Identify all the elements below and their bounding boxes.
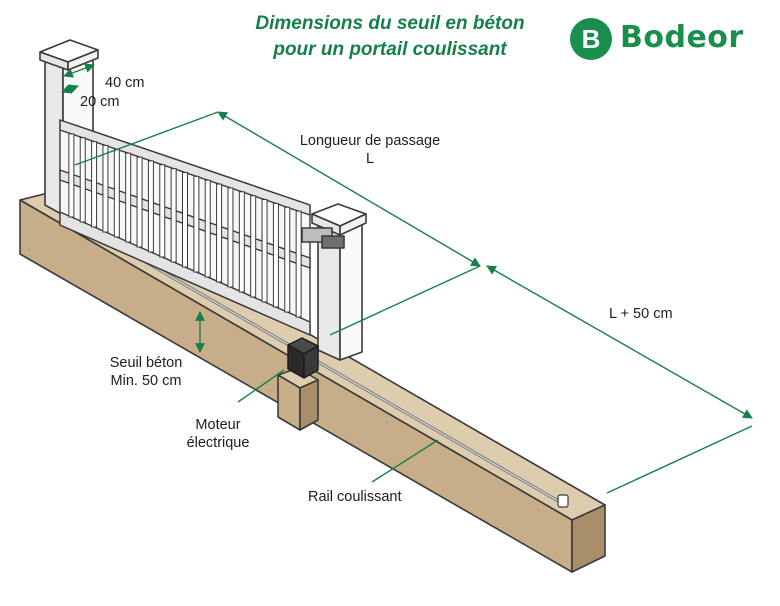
page-subtitle: pour un portail coulissant bbox=[273, 39, 507, 60]
label-sliding-rail: Rail coulissant bbox=[308, 489, 402, 505]
brand-name: Bodeor bbox=[620, 20, 744, 55]
label-extended-length: L + 50 cm bbox=[609, 306, 673, 322]
gate-bar bbox=[238, 191, 245, 293]
gate-bar bbox=[68, 133, 75, 218]
gate-bar bbox=[159, 164, 166, 258]
gate-bar bbox=[113, 148, 120, 238]
label-pillar-width: 40 cm bbox=[105, 75, 145, 91]
sill-end-face bbox=[571, 504, 606, 573]
gate-bar bbox=[147, 160, 154, 253]
gate-bar bbox=[182, 172, 188, 268]
label-electric-motor: Moteur électrique bbox=[170, 416, 266, 452]
label-pillar-offset: 20 cm bbox=[80, 94, 120, 110]
page-title: Dimensions du seuil en béton bbox=[255, 13, 525, 34]
motor-foundation bbox=[277, 367, 319, 431]
gate-bar bbox=[227, 187, 234, 288]
label-passage-line2: L bbox=[365, 151, 375, 167]
gate-bar bbox=[79, 137, 86, 223]
dimension-lines bbox=[61, 63, 753, 494]
label-motor-line1: Moteur bbox=[195, 417, 241, 433]
bodeor-logo-icon: B bbox=[570, 18, 612, 60]
gate-bar bbox=[261, 199, 268, 303]
label-passage-length: Longueur de passage L bbox=[285, 132, 455, 168]
label-passage-line1: Longueur de passage bbox=[299, 133, 441, 149]
gate-bar bbox=[284, 206, 291, 313]
gate-bar bbox=[272, 202, 279, 308]
gate-bar bbox=[125, 152, 132, 243]
gate-bar bbox=[216, 183, 223, 283]
gate-bar bbox=[91, 141, 98, 228]
brand-logo: B Bodeor bbox=[570, 18, 770, 62]
gate-bar bbox=[193, 175, 200, 273]
label-sill-line2: Min. 50 cm bbox=[110, 373, 182, 389]
gate-bar bbox=[204, 179, 211, 278]
gate-bar bbox=[250, 195, 257, 298]
gate-bar bbox=[295, 210, 302, 318]
label-sill-line1: Seuil béton bbox=[109, 355, 183, 371]
label-motor-line2: électrique bbox=[186, 435, 250, 451]
gate-bar bbox=[102, 144, 109, 233]
label-concrete-sill: Seuil béton Min. 50 cm bbox=[98, 354, 194, 390]
gate-bar bbox=[136, 156, 143, 248]
electric-motor bbox=[287, 337, 319, 379]
gate-bar bbox=[170, 168, 177, 263]
